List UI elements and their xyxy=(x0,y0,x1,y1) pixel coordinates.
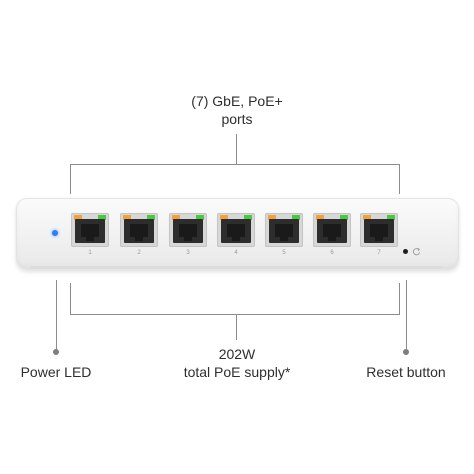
power-led-indicator xyxy=(52,230,58,236)
port-number-label: 3 xyxy=(186,250,190,256)
ports-callout-bracket-right xyxy=(399,164,400,194)
port-number-label: 1 xyxy=(88,250,92,256)
ethernet-port xyxy=(360,213,398,247)
ethernet-port xyxy=(217,213,255,247)
ethernet-port xyxy=(313,213,351,247)
ports-callout-bracket-top xyxy=(70,164,400,165)
supply-callout-bracket-left xyxy=(70,283,71,314)
power-led-callout-dot xyxy=(53,349,59,355)
supply-callout-bracket-bottom xyxy=(70,314,400,315)
reset-callout-dot xyxy=(403,349,409,355)
reset-icon xyxy=(412,247,421,256)
power-led-callout-line xyxy=(56,280,57,350)
ports-callout-bracket-left xyxy=(70,164,71,194)
ports-callout-line1: (7) GbE, PoE+ xyxy=(191,93,283,109)
ports-callout-stem xyxy=(236,134,237,164)
ethernet-port xyxy=(169,213,207,247)
supply-callout-line2: total PoE supply* xyxy=(183,364,291,380)
reset-button-hole xyxy=(403,249,408,254)
switch-device-base xyxy=(30,266,443,269)
supply-callout-line1: 202W xyxy=(218,346,256,362)
supply-callout-bracket-right xyxy=(399,283,400,314)
port-number-label: 2 xyxy=(137,250,141,256)
supply-callout-label: 202W total PoE supply* xyxy=(137,345,337,381)
port-number-label: 5 xyxy=(282,250,286,256)
power-led-callout-label: Power LED xyxy=(20,364,92,380)
ports-callout-label: (7) GbE, PoE+ ports xyxy=(137,92,337,128)
ethernet-port xyxy=(71,213,109,247)
supply-callout-stem xyxy=(236,314,237,340)
reset-callout-line xyxy=(406,280,407,350)
reset-callout-label: Reset button xyxy=(366,364,446,380)
ports-callout-line2: ports xyxy=(221,111,253,127)
port-number-label: 7 xyxy=(377,250,381,256)
ethernet-port xyxy=(120,213,158,247)
port-number-label: 4 xyxy=(234,250,238,256)
ethernet-port xyxy=(265,213,303,247)
port-number-label: 6 xyxy=(330,250,334,256)
